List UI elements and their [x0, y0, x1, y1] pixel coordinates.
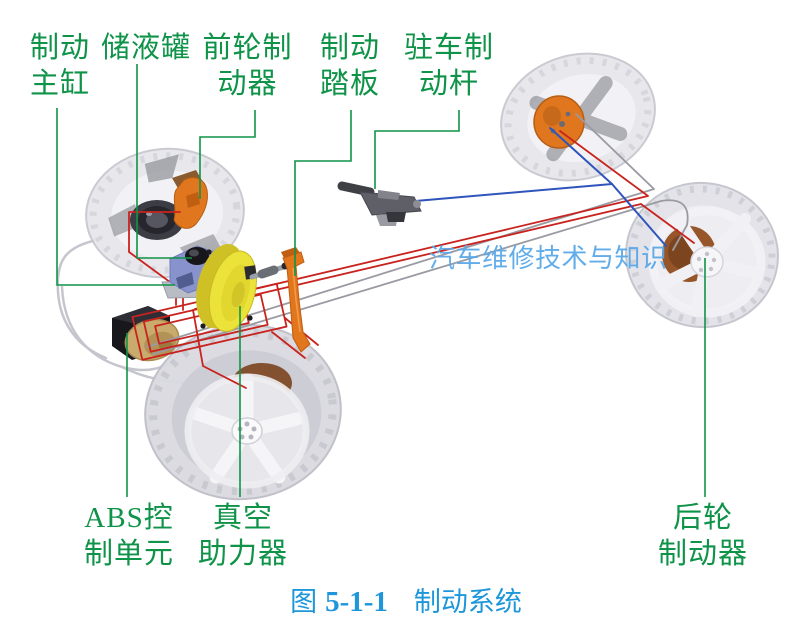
fluid-reservoir-cap: [185, 247, 209, 265]
line-to-front-left: [128, 211, 181, 286]
label-reservoir-line1: 储液罐: [100, 32, 191, 64]
leader-lines: [56, 64, 706, 497]
label-rear-brake: 后轮 制动器: [656, 500, 750, 572]
parking-brake-cables: [403, 127, 667, 247]
front-left-wheel: [85, 147, 245, 279]
label-brake-pedal: 制动 踏板: [311, 30, 389, 102]
label-vacuum-booster-line1: 真空: [212, 502, 273, 534]
label-abs-unit: ABS控 制单元: [83, 500, 175, 572]
label-brake-pedal-line2: 踏板: [319, 68, 380, 100]
front-left-brake-disc: [130, 200, 184, 240]
label-abs-unit-line2: 制单元: [83, 538, 174, 570]
leader-parking-lever: [374, 110, 460, 189]
leader-front-brake: [199, 110, 256, 199]
leader-master-cylinder: [56, 108, 175, 286]
line-to-rear-left: [199, 130, 649, 303]
chassis-cables: [146, 113, 689, 355]
leader-brake-pedal: [294, 110, 352, 276]
label-vacuum-booster: 真空 助力器: [195, 500, 291, 572]
label-abs-unit-line1: ABS控: [84, 502, 174, 534]
booster-push-rod: [249, 262, 290, 280]
parking-brake-lever: [337, 181, 422, 226]
front-right-rim: [184, 373, 310, 489]
label-front-brake: 前轮制 动器: [200, 30, 295, 102]
cable-to-rear-right: [152, 199, 689, 355]
front-right-wheel: [144, 323, 342, 501]
label-vacuum-booster-line2: 助力器: [197, 538, 288, 570]
watermark-text: 汽车维修技术与知识: [429, 243, 668, 273]
label-parking-lever-line1: 驻车制: [403, 32, 494, 64]
label-rear-brake-line1: 后轮: [672, 502, 733, 534]
caption-prefix: 图: [290, 587, 318, 617]
label-front-brake-line2: 动器: [217, 68, 278, 100]
vacuum-booster: [196, 244, 257, 332]
label-master-cylinder: 制动 主缸: [20, 30, 100, 102]
label-master-cylinder-line1: 制动: [29, 32, 90, 64]
caption-title: 制动系统: [413, 587, 522, 617]
label-front-brake-line1: 前轮制: [202, 32, 293, 64]
label-reservoir: 储液罐: [98, 30, 194, 66]
brake-pedal: [281, 247, 311, 353]
rear-left-brake-drum: [533, 95, 585, 149]
front-left-caliper: [172, 170, 208, 229]
label-parking-lever: 驻车制 动杆: [403, 30, 495, 102]
label-master-cylinder-line2: 主缸: [29, 68, 90, 100]
cable-to-rear-left: [146, 113, 655, 348]
label-brake-pedal-line1: 制动: [319, 32, 380, 64]
line-to-rear-right: [194, 203, 695, 310]
rear-right-rim: [648, 206, 766, 318]
label-rear-brake-line2: 制动器: [657, 538, 748, 570]
label-parking-lever-line2: 动杆: [418, 68, 479, 100]
line-to-front-right: [192, 309, 247, 389]
parking-cable-right: [611, 183, 667, 247]
caption-number: 5-1-1: [325, 586, 388, 618]
leader-reservoir: [136, 64, 192, 259]
